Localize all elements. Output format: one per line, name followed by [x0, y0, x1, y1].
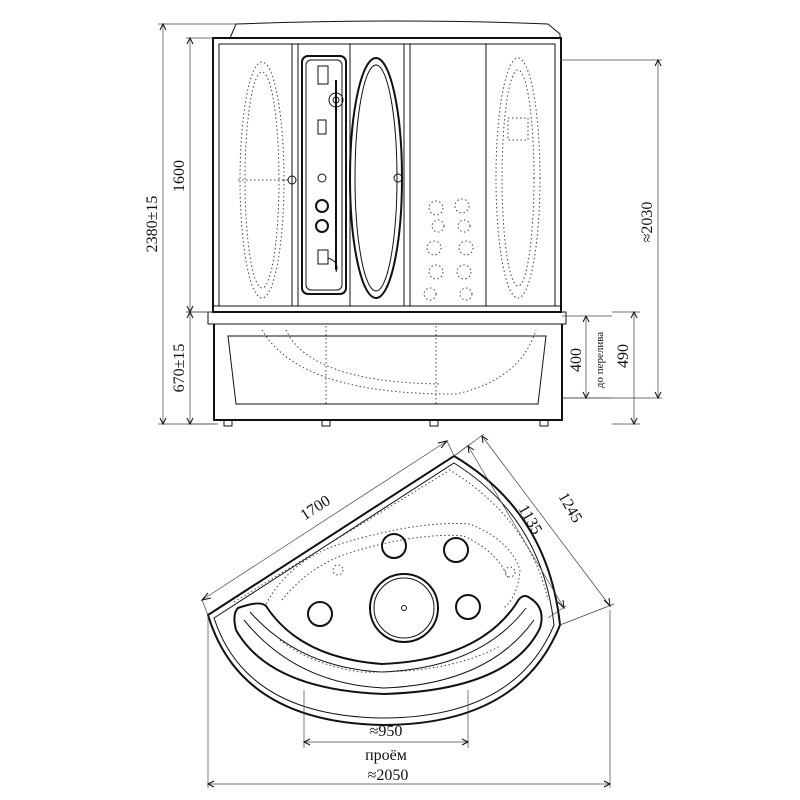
dimension-cabin-height: ≈2030	[560, 58, 662, 400]
center-door-handle	[393, 173, 403, 183]
drain	[369, 573, 439, 643]
plan-view: 1700 1135 1245 ≈950 про	[200, 433, 615, 788]
label-490: 490	[615, 344, 632, 368]
label-2030: ≈2030	[639, 202, 656, 243]
label-1700: 1700	[298, 492, 334, 524]
dimension-left-side: 1700	[200, 440, 455, 616]
drain-hole-icon	[401, 605, 407, 611]
label-1600: 1600	[171, 160, 188, 192]
shower-head-icon	[328, 92, 344, 108]
dimension-opening: ≈950 проём	[302, 690, 470, 764]
dimension-base-height: 670±15	[171, 310, 214, 426]
left-door-panel	[238, 44, 299, 306]
jets	[307, 533, 516, 627]
right-side-panel	[495, 57, 541, 299]
dimension-overall-width: ≈2050	[206, 610, 612, 788]
dimension-upper-height: 1600	[171, 36, 213, 314]
dimension-total-height: 2380±15	[144, 22, 236, 426]
left-door-handle	[287, 175, 297, 185]
label-670: 670±15	[171, 344, 188, 393]
dimension-tub-height: 490	[612, 310, 640, 426]
label-overflow: до перелива	[594, 332, 606, 388]
cabin-frame	[212, 37, 562, 313]
cabin-outline	[206, 454, 562, 727]
dimension-overflow-depth: 400 до перелива	[562, 314, 612, 400]
mixer-knob-icon	[315, 219, 329, 233]
label-400: 400	[568, 348, 585, 372]
bathtub-base	[207, 311, 567, 427]
mixer-knob-icon	[315, 199, 329, 213]
label-opening: проём	[365, 747, 407, 764]
center-door-panel	[349, 44, 411, 306]
tub-rim	[233, 595, 543, 696]
back-wall-jets	[423, 44, 487, 306]
label-2380: 2380±15	[144, 196, 161, 253]
dimension-inner-depth: 1135	[453, 443, 567, 619]
shower-column	[301, 55, 347, 295]
label-950: ≈950	[370, 723, 403, 740]
label-1245: 1245	[555, 490, 586, 526]
cabin-roof	[229, 20, 561, 39]
label-2050: ≈2050	[368, 767, 409, 784]
front-view: 2380±15 1600 670±15 ≈2030	[144, 20, 662, 427]
